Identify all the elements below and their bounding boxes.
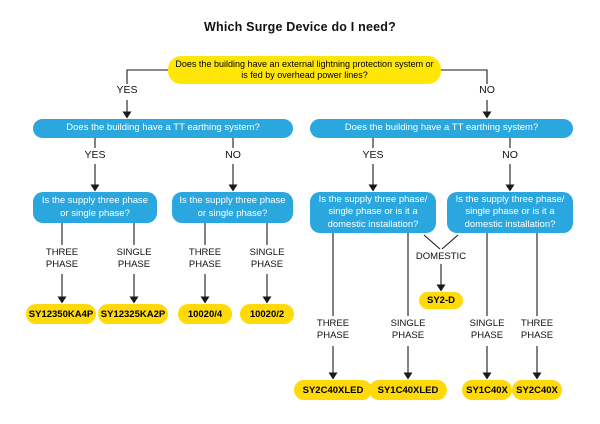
branch-label-no-tt-left: NO [225, 149, 241, 161]
result-10020-2: 10020/2 [240, 304, 294, 324]
page-title: Which Surge Device do I need? [204, 20, 396, 34]
result-sy12325ka2p: SY12325KA2P [98, 304, 168, 324]
result-10020-4: 10020/4 [178, 304, 232, 324]
result-sy2c40xled: SY2C40XLED [294, 380, 372, 400]
branch-label-single-phase-4: SINGLE PHASE [469, 318, 505, 341]
result-sy1c40x: SY1C40X [462, 380, 512, 400]
phase-question-left-no: Is the supply three phase or single phas… [172, 192, 293, 223]
branch-label-yes-tt-right: YES [362, 149, 384, 161]
branch-label-single-phase-3: SINGLE PHASE [390, 318, 426, 341]
phase-question-right-yes: Is the supply three phase/ single phase … [310, 192, 436, 233]
branch-label-yes-tt-left: YES [84, 149, 106, 161]
tt-earthing-question-left: Does the building have a TT earthing sys… [33, 119, 293, 138]
branch-label-single-phase-2: SINGLE PHASE [249, 247, 285, 270]
result-sy2-d: SY2-D [419, 292, 463, 309]
result-sy2c40x: SY2C40X [512, 380, 562, 400]
branch-label-single-phase-1: SINGLE PHASE [116, 247, 152, 270]
branch-label-yes-root: YES [116, 84, 138, 96]
branch-label-no-tt-right: NO [502, 149, 518, 161]
branch-label-three-phase-4: THREE PHASE [520, 318, 554, 341]
branch-label-no-root: NO [479, 84, 495, 96]
result-sy12350ka4p: SY12350KA4P [26, 304, 96, 324]
branch-label-three-phase-1: THREE PHASE [45, 247, 79, 270]
branch-label-three-phase-3: THREE PHASE [316, 318, 350, 341]
root-question-box: Does the building have an external light… [168, 56, 441, 84]
phase-question-right-no: Is the supply three phase/ single phase … [447, 192, 573, 233]
branch-label-domestic: DOMESTIC [415, 251, 467, 262]
phase-question-left-yes: Is the supply three phase or single phas… [33, 192, 157, 223]
branch-label-three-phase-2: THREE PHASE [188, 247, 222, 270]
result-sy1c40xled: SY1C40XLED [369, 380, 447, 400]
tt-earthing-question-right: Does the building have a TT earthing sys… [310, 119, 573, 138]
